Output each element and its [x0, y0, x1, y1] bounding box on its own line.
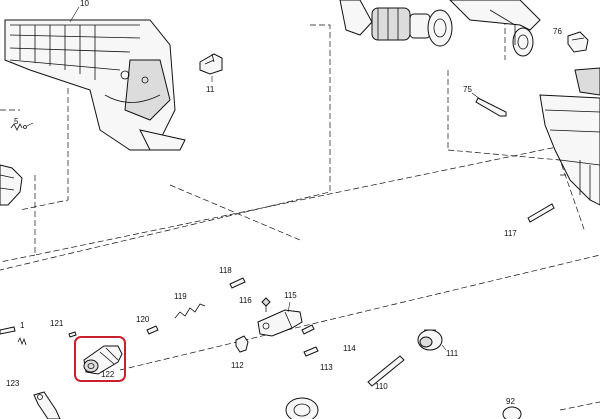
part-11-clip	[199, 53, 223, 75]
part-92-cap	[502, 406, 522, 419]
label-part-75: 75	[463, 85, 472, 94]
label-part-115: 115	[284, 291, 297, 300]
highlight-box-part-122	[74, 336, 126, 382]
label-part-121: 121	[50, 319, 64, 328]
label-part-117: 117	[504, 229, 517, 238]
part-10-handguard	[4, 19, 186, 151]
label-part-118: 118	[219, 266, 232, 275]
label-part-119: 119	[174, 292, 187, 301]
part-5-spring	[10, 123, 27, 131]
part-115-sear	[257, 309, 303, 337]
part-114-pin	[301, 324, 315, 335]
part-75-hex-key	[475, 97, 507, 117]
barrel-assembly	[339, 0, 541, 57]
label-part-1: 1	[20, 321, 25, 330]
label-part-122: 122	[101, 370, 115, 379]
label-part-120: 120	[136, 315, 150, 324]
part-121-pin	[68, 331, 77, 338]
label-part-114: 114	[343, 344, 356, 353]
part-112-clip	[235, 335, 249, 353]
part-119-spring	[174, 303, 206, 319]
label-part-10: 10	[80, 0, 89, 8]
part-122-selector	[83, 345, 123, 375]
part-123-lever	[33, 391, 61, 419]
part-110-rod	[367, 355, 405, 387]
part-117-pin	[527, 203, 555, 223]
part-1-detent	[0, 326, 27, 346]
label-part-112: 112	[231, 361, 244, 370]
label-part-11: 11	[206, 85, 215, 94]
part-120-pin	[146, 325, 159, 335]
left-body-fragment	[0, 164, 23, 206]
part-116-pin	[261, 297, 271, 312]
label-part-110: 110	[375, 382, 388, 391]
label-part-92: 92	[506, 397, 515, 406]
part-118-pin	[229, 277, 246, 289]
part-76-button	[567, 31, 589, 53]
label-part-116: 116	[239, 296, 252, 305]
label-part-5: 5	[14, 117, 19, 126]
label-part-123: 123	[6, 379, 20, 388]
part-111-knob	[417, 329, 443, 351]
label-part-111: 111	[446, 349, 459, 358]
part-113-pin	[303, 346, 319, 357]
receiver-body	[539, 67, 600, 206]
label-part-113: 113	[320, 363, 333, 372]
label-part-76: 76	[553, 27, 562, 36]
bottom-round-part	[285, 397, 319, 419]
